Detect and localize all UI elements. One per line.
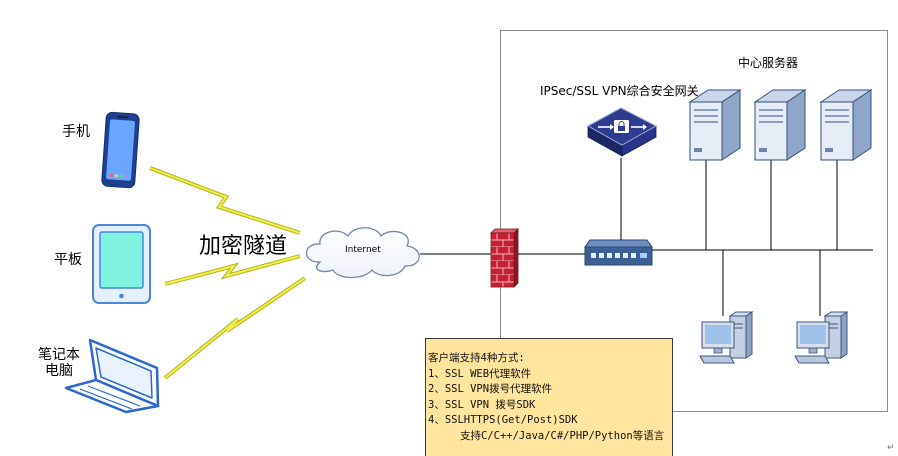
- phone-label: 手机: [62, 124, 90, 140]
- gateway-label: IPSec/SSL VPN综合安全网关: [540, 84, 699, 98]
- note-line: 3、SSL VPN 拨号SDK: [428, 398, 536, 411]
- note-line: 1、SSL WEB代理软件: [428, 367, 532, 380]
- laptop-label-line2: 电脑: [45, 363, 73, 379]
- note-line: 2、SSL VPN拨号代理软件: [428, 383, 553, 395]
- note-line: 支持C/C++/Java/C#/PHP/Python等语言: [460, 429, 665, 442]
- laptop-label: 笔记本 电脑: [36, 347, 82, 379]
- server-icon: [688, 89, 742, 161]
- server-icon: [753, 89, 807, 161]
- datacenter-boundary: [500, 30, 888, 412]
- phone-icon: [101, 111, 140, 189]
- cloud-icon: [305, 227, 420, 279]
- client-methods-note: 客户端支持4种方式: 1、SSL WEB代理软件 2、SSL VPN拨号代理软件…: [425, 338, 673, 456]
- server-icon: [819, 89, 873, 161]
- internet-label: Internet: [345, 245, 381, 255]
- note-line: 客户端支持4种方式:: [428, 352, 525, 364]
- servers-label: 中心服务器: [738, 56, 799, 70]
- firewall-icon: [490, 228, 519, 288]
- note-line: 4、SSLHTTPS(Get/Post)SDK: [428, 414, 578, 426]
- tablet-label: 平板: [54, 252, 82, 268]
- lightning-link-laptop: [163, 276, 307, 380]
- lightning-link-tablet: [164, 254, 301, 286]
- lightning-link-phone: [149, 166, 301, 235]
- tunnel-label: 加密隧道: [199, 234, 288, 259]
- switch-icon: [584, 239, 653, 266]
- laptop-label-line1: 笔记本: [38, 347, 80, 363]
- laptop-icon: [64, 338, 160, 414]
- paragraph-mark: ↵: [887, 443, 895, 453]
- vpn-gateway-icon: [586, 107, 658, 157]
- tablet-icon: [92, 224, 151, 304]
- desktop-pc-icon: [699, 311, 754, 364]
- desktop-pc-icon: [794, 311, 849, 364]
